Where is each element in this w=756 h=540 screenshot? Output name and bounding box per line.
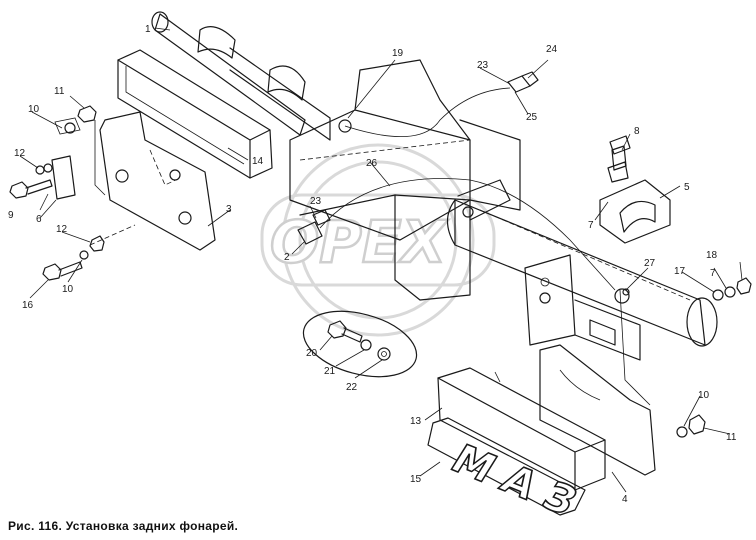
callout-7-left: 7	[588, 220, 594, 231]
callout-26: 26	[366, 158, 378, 169]
lower-lamp-13	[437, 367, 606, 491]
callout-13: 13	[410, 416, 422, 427]
callout-22: 22	[346, 382, 358, 393]
callout-20: 20	[306, 348, 318, 359]
bolt-group	[302, 310, 418, 378]
callout-3: 3	[226, 204, 232, 215]
callout-23-lower: 23	[310, 196, 322, 207]
clamp-5	[599, 135, 671, 244]
callout-9: 9	[8, 210, 14, 221]
callout-15: 15	[410, 474, 422, 485]
callout-6: 6	[36, 214, 42, 225]
leader-lines	[19, 27, 743, 493]
watermark-text: OPEX	[270, 208, 449, 276]
wiring-harness	[297, 71, 616, 291]
upper-lamp-14	[117, 49, 273, 179]
callout-12-lower: 12	[56, 224, 68, 235]
callout-14: 14	[252, 156, 264, 167]
callout-7-right: 7	[710, 268, 716, 279]
figure-caption: Рис. 116. Установка задних фонарей.	[8, 519, 239, 533]
callout-18: 18	[706, 250, 718, 261]
callout-12-upper: 12	[14, 148, 26, 159]
callout-10-lower: 10	[62, 284, 74, 295]
callout-16: 16	[22, 300, 34, 311]
callout-10-upper: 10	[28, 104, 40, 115]
upper-bracket-3	[89, 111, 216, 251]
license-plate-15: МАЗ	[427, 417, 599, 530]
right-bracket-plate	[524, 254, 656, 476]
lower-crossmember	[446, 179, 718, 347]
callout-19: 19	[392, 48, 404, 59]
callout-8: 8	[634, 126, 640, 137]
callouts: 1 2 3 4 5 6 7 7 8 9 10 10 10 11 11 12 12…	[8, 24, 737, 505]
callout-21: 21	[324, 366, 336, 377]
callout-24: 24	[546, 44, 558, 55]
left-fasteners	[9, 105, 105, 281]
callout-4: 4	[622, 494, 628, 505]
callout-11-right: 11	[726, 432, 737, 443]
callout-1: 1	[145, 24, 151, 35]
frame-box	[289, 59, 521, 301]
callout-10-right: 10	[698, 390, 710, 401]
plate-text: МАЗ	[443, 436, 599, 529]
callout-27: 27	[644, 258, 656, 269]
callout-2: 2	[284, 252, 290, 263]
watermark: OPEX	[260, 143, 496, 337]
upper-crossmember	[151, 11, 331, 141]
callout-25: 25	[526, 112, 538, 123]
callout-17: 17	[674, 266, 686, 277]
callout-5: 5	[684, 182, 690, 193]
callout-11-upper: 11	[54, 86, 65, 97]
right-fasteners	[676, 277, 752, 438]
callout-23-upper: 23	[477, 60, 489, 71]
